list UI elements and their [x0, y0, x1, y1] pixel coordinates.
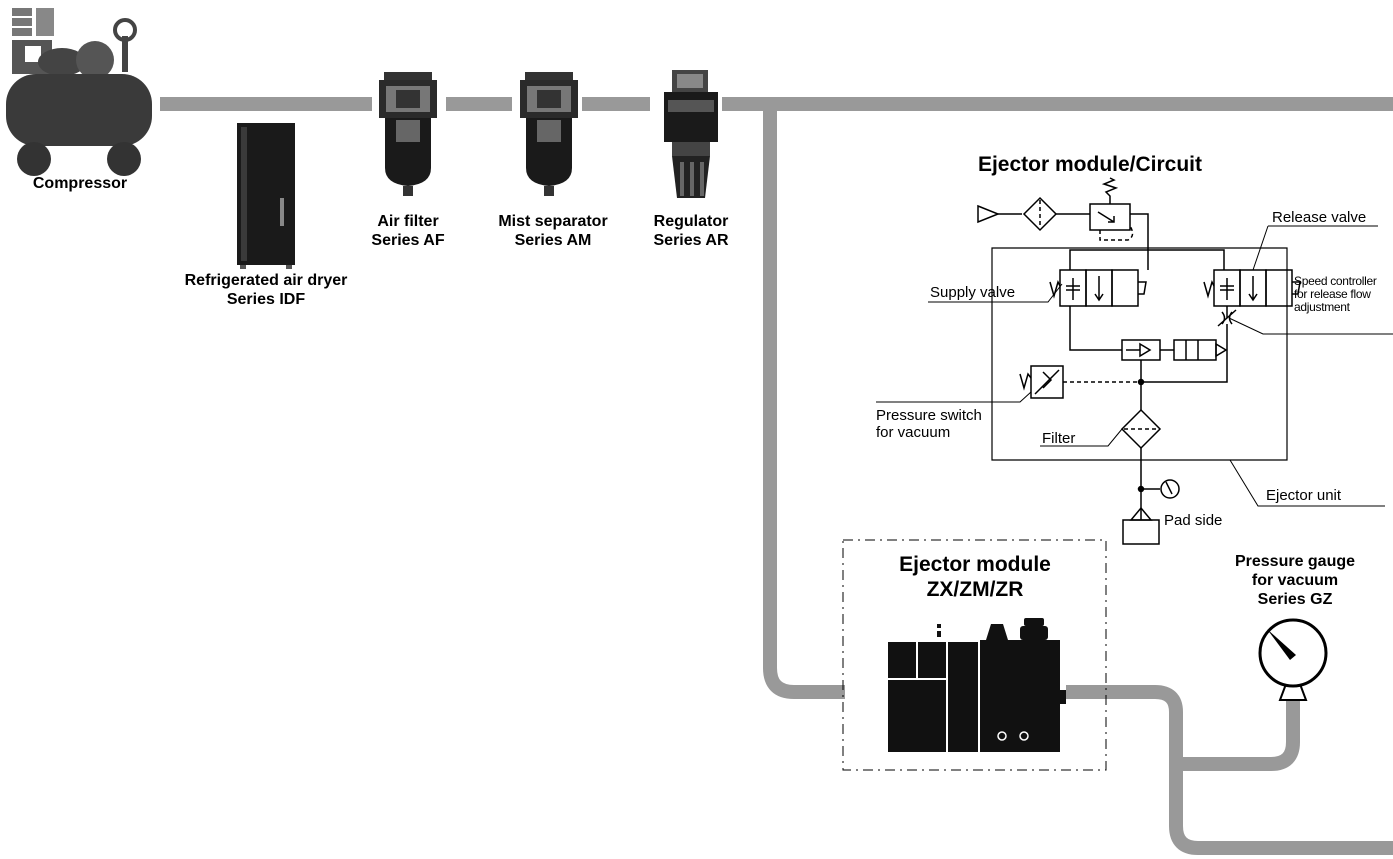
- regulator-label-line1: Regulator: [653, 213, 729, 230]
- compressor-label-line: Compressor: [32, 175, 128, 192]
- circuit-title-text: Ejector module/Circuit: [977, 153, 1203, 176]
- dryer-label: Refrigerated air dryer Series IDF: [154, 271, 378, 309]
- supply-valve-text: Supply valve: [930, 284, 1016, 301]
- pipe-gauge: [1176, 700, 1300, 771]
- dryer-label-line1: Refrigerated air dryer: [184, 272, 348, 289]
- dryer-device: [237, 123, 295, 269]
- regulator-label: Regulator Series AR: [636, 212, 746, 250]
- ejector-module-label: Ejector module ZX/ZM/ZR: [860, 552, 1090, 602]
- compressor-label: Compressor: [10, 174, 150, 193]
- ejector-module-label-line1: Ejector module: [899, 553, 1051, 576]
- air-filter-label-line1: Air filter: [377, 213, 439, 230]
- mist-separator-label-line2: Series AM: [514, 232, 592, 249]
- ejector-unit-boundary: [991, 247, 1288, 461]
- air-filter-label: Air filter Series AF: [360, 212, 456, 250]
- pressure-gauge-label: Pressure gauge for vacuum Series GZ: [1200, 552, 1390, 609]
- ejector-unit-label: Ejector unit: [1266, 487, 1341, 504]
- release-valve-text: Release valve: [1272, 209, 1367, 226]
- air-filter-label-line2: Series AF: [371, 232, 445, 249]
- pressure-switch-label: Pressure switch for vacuum: [876, 407, 982, 441]
- filter-text: Filter: [1042, 430, 1076, 447]
- dryer-label-line2: Series IDF: [226, 291, 306, 308]
- ejector-circuit-schematic: [876, 177, 1393, 545]
- pressure-gauge-label-line3: Series GZ: [1257, 591, 1333, 608]
- pressure-gauge-label-line2: for vacuum: [1251, 572, 1339, 589]
- regulator-label-line2: Series AR: [653, 232, 729, 249]
- speed-controller-label: Speed controller for release flow adjust…: [1294, 275, 1377, 314]
- speed-controller-line2: for release flow: [1294, 287, 1371, 301]
- ejector-unit-text: Ejector unit: [1266, 487, 1342, 504]
- pressure-switch-line1: Pressure switch: [876, 407, 982, 424]
- speed-controller-line1: Speed controller: [1294, 274, 1377, 288]
- pressure-switch-line2: for vacuum: [876, 424, 951, 441]
- speed-controller-line3: adjustment: [1294, 300, 1350, 314]
- pressure-gauge-device: [1258, 618, 1328, 701]
- filter-label: Filter: [1042, 430, 1075, 447]
- pressure-gauge-label-line1: Pressure gauge: [1234, 553, 1356, 570]
- mist-separator-device: [520, 72, 578, 196]
- release-valve-label: Release valve: [1272, 209, 1366, 226]
- ejector-module-device: [888, 618, 1066, 752]
- air-piping: [160, 97, 1393, 855]
- pad-side-label: Pad side: [1164, 512, 1222, 529]
- circuit-title: Ejector module/Circuit: [940, 152, 1240, 177]
- ejector-module-outline: [842, 539, 1107, 771]
- pad-side-text: Pad side: [1164, 512, 1223, 529]
- mist-separator-label-line1: Mist separator: [498, 213, 608, 230]
- mist-separator-label: Mist separator Series AM: [478, 212, 628, 250]
- compressor-device: [6, 8, 152, 176]
- regulator-device: [664, 70, 718, 198]
- supply-valve-label: Supply valve: [930, 284, 1015, 301]
- ejector-module-label-line2: ZX/ZM/ZR: [926, 578, 1024, 601]
- pipe-to-ejector: [763, 104, 845, 699]
- air-filter-device: [379, 72, 437, 196]
